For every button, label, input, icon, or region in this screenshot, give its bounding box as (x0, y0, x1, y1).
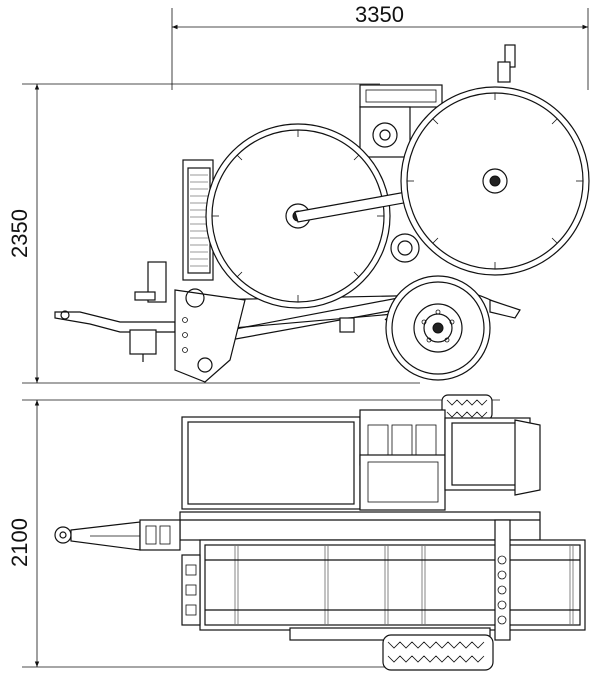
width-dimension: 2100 (7, 399, 500, 668)
length-dimension-label: 3350 (355, 2, 404, 27)
height-dimension: 2350 (7, 83, 420, 384)
height-dimension-label: 2350 (7, 209, 32, 258)
top-view (54, 394, 586, 671)
left-drum-notches (212, 130, 384, 302)
width-dimension-label: 2100 (7, 518, 32, 567)
right-drum-notches (407, 93, 583, 269)
side-view (54, 44, 590, 383)
length-dimension: 3350 (171, 2, 589, 90)
